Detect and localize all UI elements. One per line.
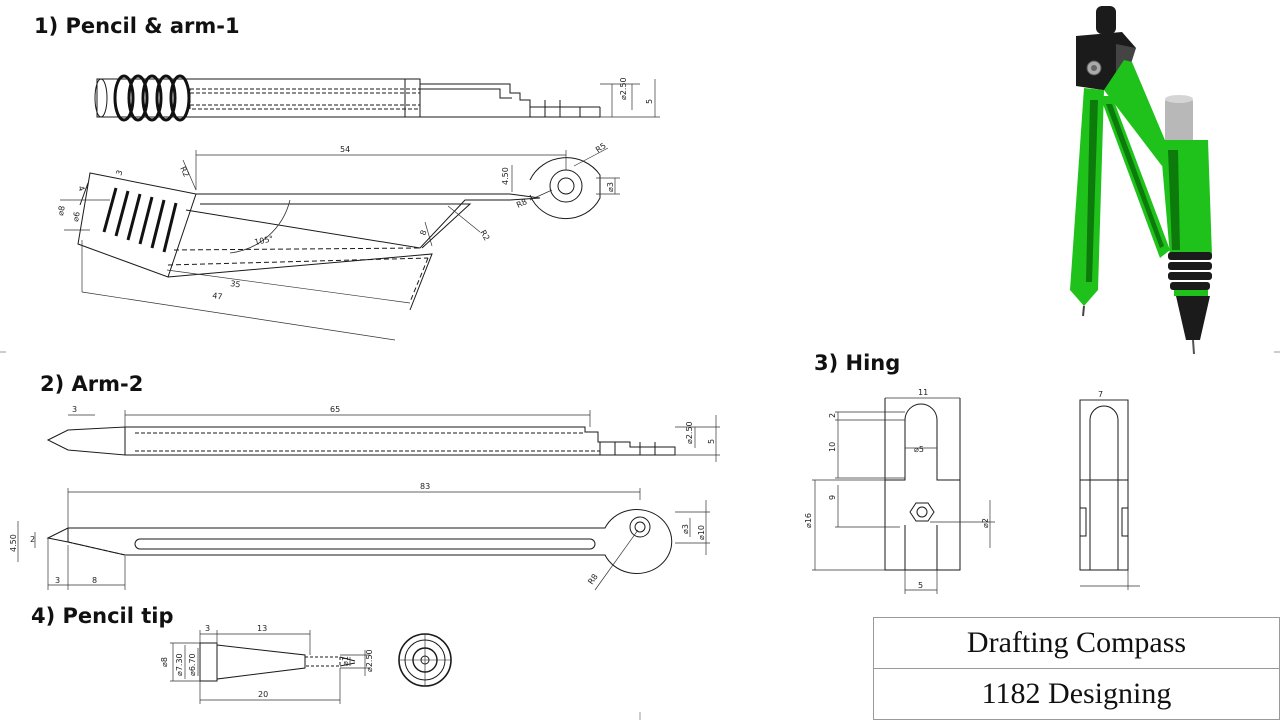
dim-a2-3: 3 xyxy=(72,405,77,414)
arm2-top-view xyxy=(46,426,676,456)
dim-a2-8: 8 xyxy=(92,576,97,585)
dim-p1-r2a: R2 xyxy=(178,165,191,178)
dim-h-d5: ⌀5 xyxy=(914,445,924,454)
pencil-tip-dims xyxy=(170,630,370,704)
arm2-side-dims xyxy=(17,488,710,591)
dim-t-d1: ⌀1 xyxy=(341,656,350,666)
dim-p1-r2b: R2 xyxy=(478,229,491,243)
dim-p1-47: 47 xyxy=(212,291,223,301)
dim-p1-d8: ⌀8 xyxy=(56,205,67,216)
dim-p1-450: 4.50 xyxy=(501,167,510,185)
hinge-side-view xyxy=(1079,399,1129,571)
dim-a2-5: 5 xyxy=(707,439,716,444)
dim-h-7: 7 xyxy=(1098,390,1103,399)
pencil-arm-top-springs xyxy=(113,74,191,122)
dim-t-13: 13 xyxy=(257,624,267,633)
pencil-arm-side-dims xyxy=(60,147,620,341)
pencil-tip-side-view xyxy=(199,642,356,682)
dim-h-11: 11 xyxy=(918,388,928,397)
dim-p1-35: 35 xyxy=(230,279,241,289)
dim-p1-105: 105° xyxy=(254,234,275,247)
dim-p1-3: 3 xyxy=(114,169,124,177)
title-block-designer: 1182 Designing xyxy=(981,676,1172,710)
dim-p1-54: 54 xyxy=(340,145,350,154)
dim-p1-4: 4 xyxy=(76,185,86,193)
dim-a2-d3: ⌀3 xyxy=(681,524,690,534)
pencil-arm-top-view xyxy=(94,78,601,118)
dim-t-d670: ⌀6.70 xyxy=(188,653,197,676)
dim-p1-5: 5 xyxy=(645,99,654,104)
dim-h-d16: ⌀16 xyxy=(804,513,813,528)
compass-3d-render xyxy=(1070,6,1212,355)
dim-h-10: 10 xyxy=(828,442,837,452)
dim-p1-r8: R8 xyxy=(515,197,528,210)
dim-a2-d250: ⌀2.50 xyxy=(685,421,694,444)
pencil-tip-end-view xyxy=(398,633,452,687)
arm2-top-dims xyxy=(68,410,720,462)
dim-t-d8: ⌀8 xyxy=(160,657,169,667)
dim-p1-d6: ⌀6 xyxy=(71,211,82,222)
arm2-side-view xyxy=(46,509,673,574)
dim-t-d250: ⌀2.50 xyxy=(365,649,374,672)
dim-a2-d10: ⌀10 xyxy=(697,525,706,540)
pencil-arm-top-dims xyxy=(600,79,660,118)
pencil-arm-side-springs xyxy=(102,187,178,253)
dim-a2-r8: R8 xyxy=(586,572,599,586)
dim-a2-2: 2 xyxy=(30,535,35,544)
dim-h-9: 9 xyxy=(828,495,837,500)
dim-p1-8: 8 xyxy=(418,229,428,237)
dim-t-20: 20 xyxy=(258,690,268,699)
dim-t-3: 3 xyxy=(205,624,210,633)
dim-a2-3b: 3 xyxy=(55,576,60,585)
dim-a2-83: 83 xyxy=(420,482,430,491)
title-block-title: Drafting Compass xyxy=(874,618,1279,669)
section-title-pencil-tip: 4) Pencil tip xyxy=(31,604,174,628)
dim-h-5: 5 xyxy=(918,581,923,590)
section-title-arm2: 2) Arm-2 xyxy=(40,372,144,396)
hinge-front-view xyxy=(884,398,961,571)
dim-a2-450: 4.50 xyxy=(9,534,18,552)
dim-t-d730: ⌀7.30 xyxy=(175,653,184,676)
hinge-dims xyxy=(812,397,1140,594)
dim-p1-d250: ⌀2.50 xyxy=(619,77,628,100)
dim-h-2: 2 xyxy=(828,413,837,418)
dim-p1-d3: ⌀3 xyxy=(606,182,615,192)
title-block: Drafting Compass 1182 Designing xyxy=(873,617,1280,720)
dim-a2-65: 65 xyxy=(330,405,340,414)
pencil-arm-side-view xyxy=(77,157,601,311)
dim-h-d2: ⌀2 xyxy=(981,518,990,528)
section-title-hinge: 3) Hing xyxy=(814,351,901,375)
dim-p1-r5: R5 xyxy=(594,141,608,154)
section-title-pencil-arm: 1) Pencil & arm-1 xyxy=(34,14,240,38)
